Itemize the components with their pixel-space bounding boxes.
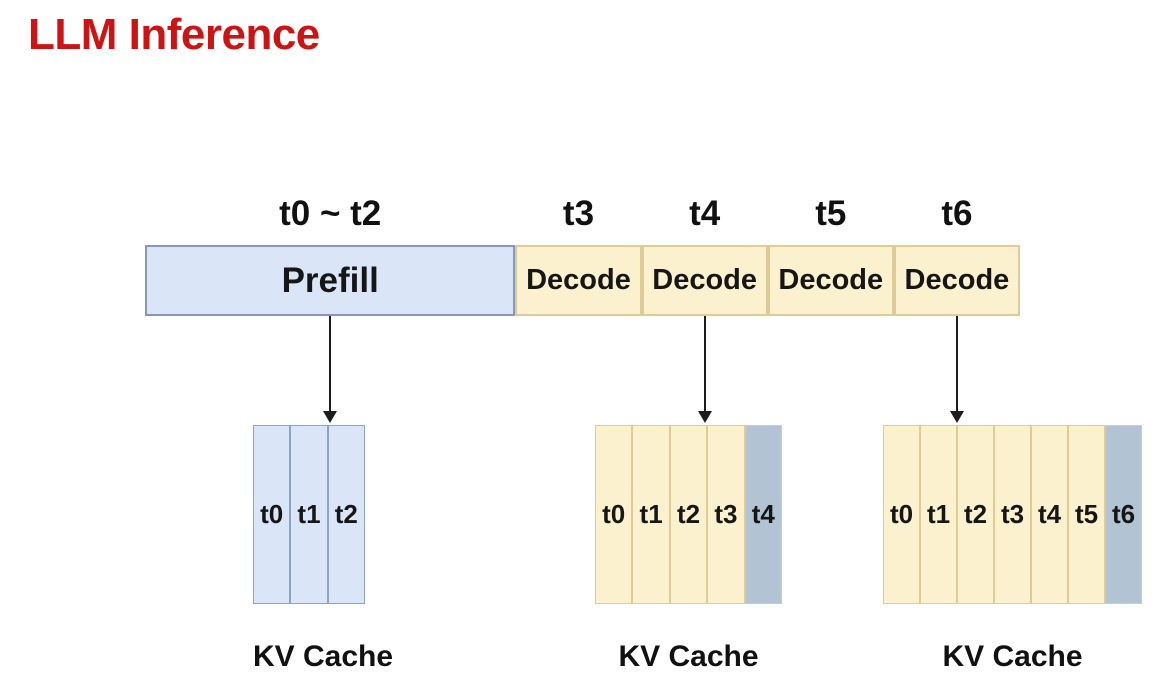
segment-time-label: t4 — [689, 194, 721, 233]
arrow-head-icon — [697, 411, 712, 423]
arrow-shaft — [955, 316, 958, 411]
kv-cache-entry-t2: t2 — [669, 425, 708, 604]
segment-label: Decode — [904, 264, 1010, 296]
arrow-shaft — [703, 316, 706, 411]
kv-cache-entry-t0: t0 — [883, 425, 920, 604]
segment-time-label: t6 — [941, 194, 973, 233]
segment-label: Decode — [778, 264, 884, 296]
kv-cache-entry-t3: t3 — [707, 425, 745, 604]
kv-cache-entry-t1: t1 — [290, 425, 328, 604]
kv-cache-entry-t5: t5 — [1068, 425, 1105, 604]
kv-cache-entry-t2: t2 — [957, 425, 994, 604]
kv-cache-entry-t3: t3 — [994, 425, 1031, 604]
segment-time-label: t5 — [815, 194, 847, 233]
arrow-to-kv-cache-2 — [949, 314, 964, 423]
arrow-to-kv-cache-0 — [323, 314, 338, 423]
kv-cache-entry-t1: t1 — [632, 425, 670, 604]
kv-cache-entry-t4: t4 — [1031, 425, 1068, 604]
kv-cache-entry-t0: t0 — [253, 425, 291, 604]
kv-cache-entry-t2: t2 — [327, 425, 365, 604]
segment-time-label: t0 ~ t2 — [279, 194, 382, 233]
arrow-shaft — [329, 316, 332, 411]
kv-cache-entry-t6-new: t6 — [1105, 425, 1142, 604]
kv-cache-entry-t4-new: t4 — [744, 425, 783, 604]
arrow-head-icon — [949, 411, 964, 423]
page-title: LLM Inference — [28, 10, 320, 59]
kv-cache-entry-t0: t0 — [595, 425, 633, 604]
segment-label: Decode — [652, 264, 758, 296]
arrow-to-kv-cache-1 — [697, 314, 712, 423]
segment-label: Prefill — [281, 260, 379, 300]
segment-time-label: t3 — [562, 194, 595, 233]
timeline-segment-prefill-0: t0 ~ t2 Prefill — [145, 194, 516, 423]
kv-cache-caption: KV Cache — [618, 640, 759, 673]
kv-cache-caption: KV Cache — [253, 640, 394, 673]
kv-cache-caption: KV Cache — [942, 640, 1083, 673]
arrow-head-icon — [323, 411, 338, 423]
segment-label: Decode — [526, 264, 631, 296]
kv-cache-entry-t1: t1 — [920, 425, 957, 604]
